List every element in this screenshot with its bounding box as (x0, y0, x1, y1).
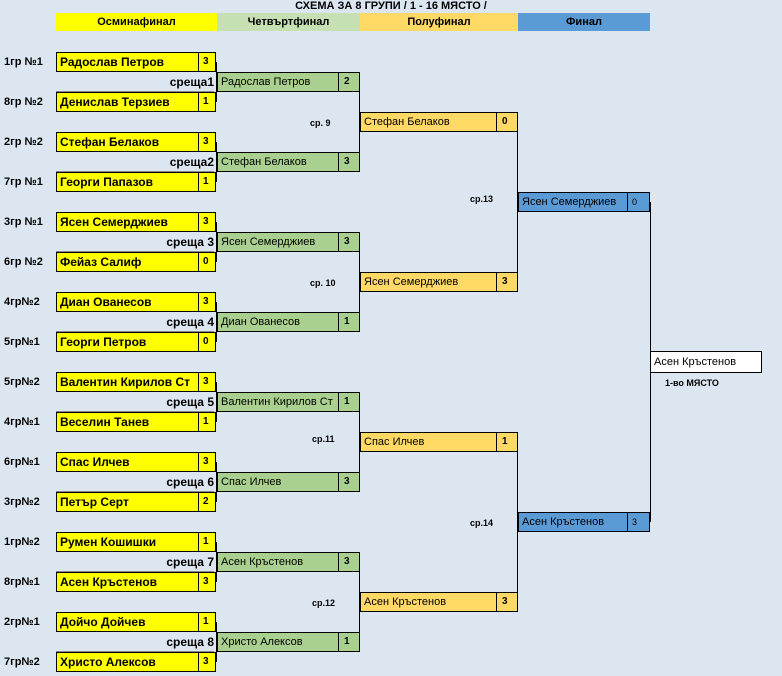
sf-player: Спас Илчев (360, 432, 497, 452)
qf-meeting-label: среща1 (56, 72, 214, 92)
qf-player: Радослав Петров (217, 72, 339, 92)
final-player: Асен Кръстенов (518, 512, 628, 532)
qf-player: Валентин Кирилов Ст (217, 392, 339, 412)
final-score: 3 (627, 512, 650, 532)
r16-player: Радослав Петров (56, 52, 199, 72)
qf-score: 3 (338, 232, 360, 252)
sf-meeting-label: ср. 10 (310, 278, 336, 288)
qf-score: 3 (338, 152, 360, 172)
r16-seed: 6гр№1 (4, 456, 40, 468)
r16-seed: 1гр №1 (4, 56, 43, 68)
r16-player: Христо Алексов (56, 652, 199, 672)
r16-player: Ясен Семерджиев (56, 212, 199, 232)
r16-seed: 5гр№2 (4, 376, 40, 388)
sf-player: Асен Кръстенов (360, 592, 497, 612)
r16-player: Георги Папазов (56, 172, 199, 192)
r16-player: Румен Кошишки (56, 532, 199, 552)
r16-score: 3 (198, 452, 216, 472)
qf-score: 1 (338, 392, 360, 412)
qf-score: 2 (338, 72, 360, 92)
r16-seed: 1гр№2 (4, 536, 40, 548)
r16-score: 0 (198, 332, 216, 352)
r16-score: 1 (198, 172, 216, 192)
r16-seed: 2гр №2 (4, 136, 43, 148)
r16-seed: 4гр№2 (4, 296, 40, 308)
qf-score: 1 (338, 312, 360, 332)
qf-score: 3 (338, 472, 360, 492)
sf-meeting-label: ср.11 (312, 434, 335, 444)
header-qf: Четвъртфинал (217, 13, 360, 31)
sf-score: 1 (496, 432, 518, 452)
qf-meeting-label: среща2 (56, 152, 214, 172)
qf-player: Христо Алексов (217, 632, 339, 652)
r16-player: Петър Серт (56, 492, 199, 512)
final-score: 0 (627, 192, 650, 212)
qf-player: Асен Кръстенов (217, 552, 339, 572)
final-meeting-label: ср.14 (470, 518, 494, 528)
r16-score: 1 (198, 532, 216, 552)
r16-score: 3 (198, 372, 216, 392)
qf-player: Стефан Белаков (217, 152, 339, 172)
r16-seed: 4гр№1 (4, 416, 40, 428)
page-title: СХЕМА ЗА 8 ГРУПИ / 1 - 16 МЯСТО / (295, 0, 487, 12)
r16-score: 3 (198, 572, 216, 592)
r16-player: Асен Кръстенов (56, 572, 199, 592)
qf-meeting-label: среща 5 (56, 392, 214, 412)
r16-score: 1 (198, 612, 216, 632)
r16-seed: 2гр№1 (4, 616, 40, 628)
r16-seed: 5гр№1 (4, 336, 40, 348)
r16-score: 3 (198, 292, 216, 312)
r16-score: 2 (198, 492, 216, 512)
final-meeting-label: ср.13 (470, 194, 494, 204)
winner-name: Асен Кръстенов (650, 351, 762, 373)
r16-score: 3 (198, 52, 216, 72)
r16-player: Денислав Терзиев (56, 92, 199, 112)
header-sf: Полуфинал (360, 13, 518, 31)
sf-score: 3 (496, 272, 518, 292)
sf-meeting-label: ср.12 (312, 598, 336, 608)
sf-score: 3 (496, 592, 518, 612)
sf-score: 0 (496, 112, 518, 132)
r16-score: 3 (198, 132, 216, 152)
r16-player: Дойчо Дойчев (56, 612, 199, 632)
qf-meeting-label: среща 3 (56, 232, 214, 252)
r16-seed: 7гр№2 (4, 656, 40, 668)
qf-meeting-label: среща 8 (56, 632, 214, 652)
r16-player: Валентин Кирилов Ст (56, 372, 199, 392)
header-final: Финал (518, 13, 650, 31)
qf-score: 1 (338, 632, 360, 652)
qf-meeting-label: среща 7 (56, 552, 214, 572)
qf-meeting-label: среща 6 (56, 472, 214, 492)
r16-seed: 6гр №2 (4, 256, 43, 268)
r16-player: Спас Илчев (56, 452, 199, 472)
r16-seed: 8гр №2 (4, 96, 43, 108)
r16-player: Диан Ованесов (56, 292, 199, 312)
r16-score: 3 (198, 652, 216, 672)
r16-seed: 3гр№2 (4, 496, 40, 508)
r16-player: Георги Петров (56, 332, 199, 352)
winner-label: 1-во МЯСТО (665, 378, 719, 388)
sf-player: Ясен Семерджиев (360, 272, 497, 292)
sf-player: Стефан Белаков (360, 112, 497, 132)
r16-seed: 8гр№1 (4, 576, 40, 588)
sf-meeting-label: ср. 9 (310, 118, 331, 128)
r16-seed: 7гр №1 (4, 176, 43, 188)
r16-player: Фейаз Салиф (56, 252, 199, 272)
r16-player: Веселин Танев (56, 412, 199, 432)
r16-score: 0 (198, 252, 216, 272)
r16-seed: 3гр №1 (4, 216, 43, 228)
qf-player: Ясен Семерджиев (217, 232, 339, 252)
qf-player: Спас Илчев (217, 472, 339, 492)
r16-score: 1 (198, 92, 216, 112)
qf-score: 3 (338, 552, 360, 572)
header-r16: Осминафинал (56, 13, 217, 31)
qf-meeting-label: среща 4 (56, 312, 214, 332)
r16-player: Стефан Белаков (56, 132, 199, 152)
final-player: Ясен Семерджиев (518, 192, 628, 212)
qf-player: Диан Ованесов (217, 312, 339, 332)
r16-score: 1 (198, 412, 216, 432)
r16-score: 3 (198, 212, 216, 232)
